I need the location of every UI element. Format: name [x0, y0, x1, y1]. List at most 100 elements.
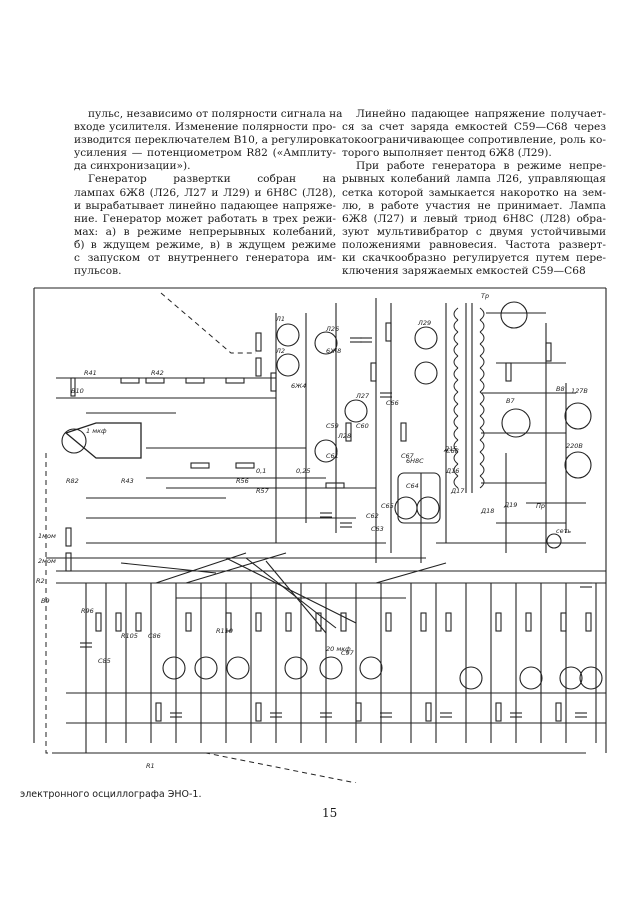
- vacuum-tube: [162, 656, 186, 680]
- transformer-winding: [479, 451, 485, 465]
- resistor-symbol: [355, 702, 362, 722]
- text-line: пульс, независимо от полярности сигнала …: [88, 108, 343, 120]
- vacuum-tube: [284, 656, 308, 680]
- page-number: 15: [322, 806, 338, 820]
- transformer-winding: [479, 367, 485, 381]
- component-label: 6Ж4: [291, 382, 306, 390]
- text-line: да синхронизации»).: [74, 160, 191, 173]
- vacuum-tube: [276, 323, 300, 347]
- resistor-symbol: [185, 377, 205, 384]
- resistor-symbol: [115, 612, 122, 632]
- text-line: входе усилителя. Изменение полярности пр…: [74, 121, 336, 134]
- text-line: ся за счет заряда емкостей С59—С68 через: [342, 121, 606, 134]
- component-label: В8: [556, 385, 565, 393]
- transformer-winding: [453, 379, 459, 393]
- component-label: 0,25: [296, 467, 310, 475]
- resistor-symbol: [270, 372, 277, 392]
- twin-diode-tube: [397, 472, 441, 524]
- component-label: С67: [401, 452, 415, 460]
- vacuum-tube: [314, 331, 338, 355]
- component-label: Д17: [450, 487, 465, 495]
- component-label: R56: [236, 477, 249, 485]
- wire: [155, 552, 247, 584]
- resistor-symbol: [545, 342, 552, 362]
- transformer-winding: [453, 307, 459, 321]
- transformer-winding: [479, 391, 485, 405]
- component-label: 1мом: [38, 532, 56, 540]
- vacuum-tube: [226, 656, 250, 680]
- resistor-symbol: [495, 612, 502, 632]
- resistor-symbol: [65, 527, 72, 547]
- component-label: R43: [121, 477, 134, 485]
- text-line: и вырабатывает линейно падающее напряже-: [74, 199, 336, 212]
- text-line: ключения заряжаемых емкостей С59—С68: [342, 265, 586, 278]
- figure-caption: электронного осциллографа ЭНО-1.: [20, 789, 202, 800]
- component-label: Д15: [443, 445, 457, 453]
- transformer-winding: [453, 415, 459, 429]
- resistor-symbol: [255, 357, 262, 377]
- wire: [375, 562, 447, 584]
- transformer-winding: [479, 415, 485, 429]
- vacuum-tube: [276, 353, 300, 377]
- transformer-winding: [479, 379, 485, 393]
- vacuum-tube: [559, 666, 583, 690]
- transformer-winding: [453, 367, 459, 381]
- component-label: сеть: [556, 527, 571, 535]
- resistor-symbol: [525, 612, 532, 632]
- vacuum-tube: [344, 399, 368, 423]
- resistor-symbol: [120, 377, 140, 384]
- resistor-symbol: [495, 702, 502, 722]
- resistor-symbol: [145, 377, 165, 384]
- transformer-winding: [479, 427, 485, 441]
- resistor-symbol: [445, 612, 452, 632]
- text-line: положениями равновесия. Частота разверт-: [342, 238, 606, 251]
- wire: [185, 552, 287, 584]
- component-label: В10: [71, 387, 84, 395]
- transformer-winding: [453, 439, 459, 453]
- text-line: токоограничивающее сопротивление, роль к…: [342, 134, 606, 147]
- resistor-symbol: [185, 612, 192, 632]
- transformer-winding: [479, 439, 485, 453]
- rectifier-tube: [500, 301, 528, 329]
- component-label: 20 мкф: [326, 645, 351, 653]
- resistor-symbol: [585, 612, 592, 632]
- transformer-winding: [453, 343, 459, 357]
- left-text-column: пульс, независимо от полярности сигнала …: [74, 108, 343, 278]
- component-label: R57: [256, 487, 270, 495]
- transformer-winding: [453, 355, 459, 369]
- component-label: 220В: [566, 442, 583, 450]
- resistor-symbol: [155, 702, 162, 722]
- resistor-symbol: [400, 422, 407, 442]
- vacuum-tube: [519, 666, 543, 690]
- component-label: С63: [371, 525, 384, 533]
- text-line: Генератор развертки собран на: [88, 173, 336, 186]
- socket-symbol: [564, 451, 592, 479]
- component-label: Д19: [503, 501, 517, 509]
- component-label: R82: [66, 477, 79, 485]
- text-line: лю, в работе участия не принимает. Лампа: [342, 199, 606, 212]
- resistor-symbol: [315, 612, 322, 632]
- text-line: с запуском от внутреннего генератора им-: [74, 252, 336, 265]
- vacuum-tube: [194, 656, 218, 680]
- component-label: R1: [146, 762, 155, 770]
- component-label: С85: [98, 657, 111, 665]
- component-label: R105: [121, 632, 138, 640]
- text-line: б) в ждущем режиме, в) в ждущем режиме: [74, 238, 336, 251]
- transformer-winding: [453, 403, 459, 417]
- component-label: Л29: [417, 319, 431, 327]
- component-label: 1 мкф: [86, 427, 107, 435]
- text-line: торого выполняет пентод 6Ж8 (Л29).: [342, 147, 552, 160]
- transformer-winding: [479, 355, 485, 369]
- text-line: зуют мультивибратор с двумя устойчивыми: [342, 225, 606, 238]
- resistor-symbol: [255, 332, 262, 352]
- text-line: ние. Генератор может работать в трех реж…: [74, 212, 336, 225]
- wire: [120, 562, 217, 574]
- component-label: В9: [41, 597, 50, 605]
- transformer-winding: [453, 391, 459, 405]
- vacuum-tube: [414, 361, 438, 385]
- vacuum-tube: [459, 666, 483, 690]
- wire: [245, 557, 337, 629]
- transformer-winding: [479, 343, 485, 357]
- component-label: С97: [341, 649, 355, 657]
- crt-screen: [61, 428, 87, 454]
